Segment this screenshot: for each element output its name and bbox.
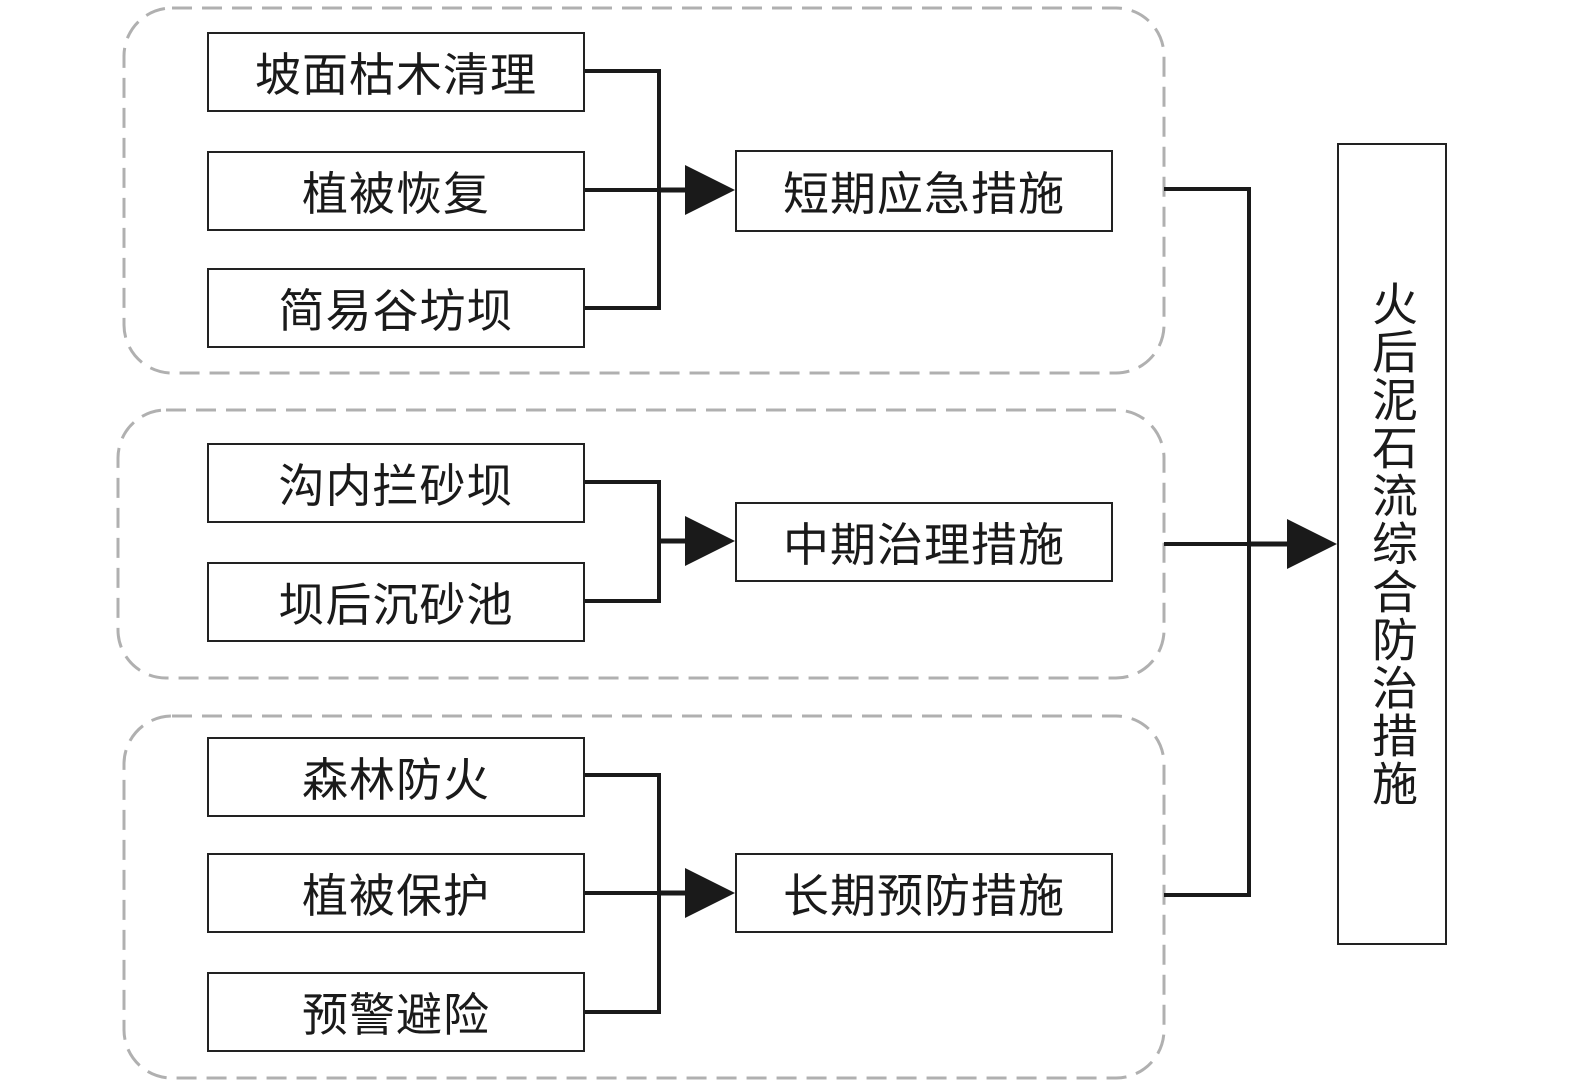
node-label: 植被恢复 xyxy=(302,167,490,221)
node-channel-sediment-dam: 沟内拦砂坝 xyxy=(207,443,585,523)
node-label: 短期应急措施 xyxy=(783,167,1065,221)
node-early-warning-evacuation: 预警避险 xyxy=(207,972,585,1052)
node-label: 中期治理措施 xyxy=(783,518,1065,572)
node-root-comprehensive-measures: 火后泥石流综合防治措施 xyxy=(1337,143,1447,945)
node-mid-term-treatment: 中期治理措施 xyxy=(735,502,1113,582)
node-simple-check-dam: 简易谷坊坝 xyxy=(207,268,585,348)
node-short-term-emergency: 短期应急措施 xyxy=(735,150,1113,232)
root-label: 火后泥石流综合防治措施 xyxy=(1365,280,1419,808)
node-vegetation-protection: 植被保护 xyxy=(207,853,585,933)
node-slope-deadwood-clearing: 坡面枯木清理 xyxy=(207,32,585,112)
node-label: 简易谷坊坝 xyxy=(278,284,514,338)
node-label: 沟内拦砂坝 xyxy=(278,459,514,513)
node-vegetation-restoration: 植被恢复 xyxy=(207,151,585,231)
connector-long-term xyxy=(584,773,735,1014)
node-label: 坡面枯木清理 xyxy=(255,48,537,102)
connector-mid-term xyxy=(584,480,735,603)
node-label: 坝后沉砂池 xyxy=(278,578,514,632)
node-label: 长期预防措施 xyxy=(783,869,1065,923)
connector-short-term xyxy=(584,69,735,310)
node-label: 植被保护 xyxy=(302,869,490,923)
node-sediment-basin: 坝后沉砂池 xyxy=(207,562,585,642)
node-long-term-prevention: 长期预防措施 xyxy=(735,853,1113,933)
connector-to-root xyxy=(1164,187,1337,897)
node-label: 森林防火 xyxy=(302,753,490,807)
node-forest-fire-prevention: 森林防火 xyxy=(207,737,585,817)
node-label: 预警避险 xyxy=(302,988,490,1042)
